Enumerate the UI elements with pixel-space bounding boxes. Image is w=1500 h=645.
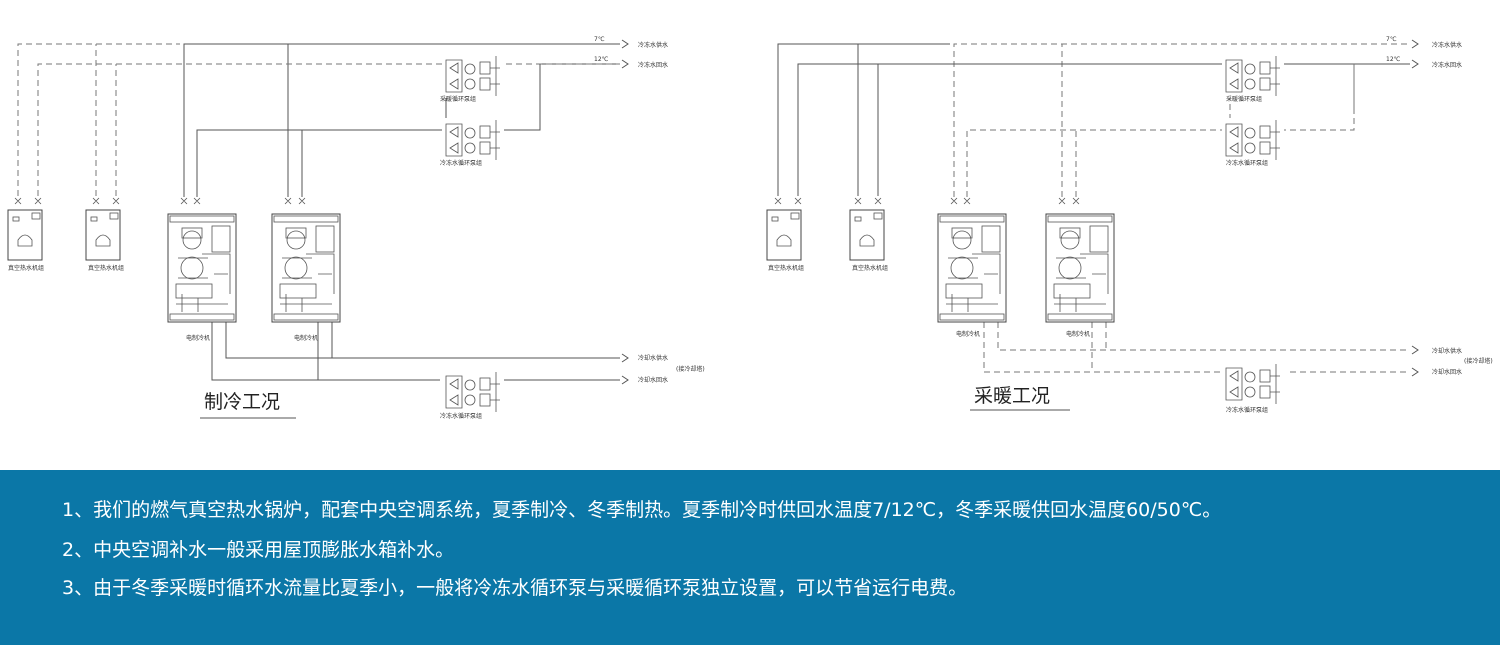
note-2: 2、中央空调补水一般采用屋顶膨胀水箱补水。 [62, 539, 455, 561]
chiller-2-label: 电制冷机 [294, 334, 318, 342]
supply-temp-label: 7℃ [1386, 36, 1397, 43]
boiler-1-label: 真空热水机组 [768, 264, 804, 272]
pump-cooling-label: 冷冻水循环泵组 [1226, 406, 1268, 414]
boiler-1-label: 真空热水机组 [8, 264, 44, 272]
right-diagram: 7℃ 12℃ 冷冻水供水 冷冻水回水 采暖循环泵组 冷冻水循环泵组 真空热水机组… [766, 36, 1493, 414]
note-3: 3、由于冬季采暖时循环水流量比夏季小，一般将冷冻水循环泵与采暖循环泵独立设置，可… [62, 577, 968, 599]
pump-heating-label: 采暖循环泵组 [440, 95, 476, 103]
chiller-2-label: 电制冷机 [1066, 330, 1090, 338]
chilled-supply-label: 冷冻水供水 [1432, 41, 1462, 49]
chilled-return-label: 冷冻水回水 [638, 61, 668, 69]
supply-temp-label: 7℃ [594, 36, 605, 43]
boiler-2-label: 真空热水机组 [852, 264, 888, 272]
mode-caption-heating: 采暖工况 [974, 385, 1050, 407]
pump-heating-label: 采暖循环泵组 [1226, 95, 1262, 103]
return-temp-label: 12℃ [594, 56, 609, 63]
pump-chilled-label: 冷冻水循环泵组 [1226, 159, 1268, 167]
cooling-tower-label: (接冷却塔) [676, 365, 705, 373]
system-diagram: 7℃ 12℃ 冷冻水供水 冷冻水回水 采暖循环泵组 冷冻水循环泵组 真空热水机组… [7, 36, 1493, 420]
chilled-return-label: 冷冻水回水 [1432, 61, 1462, 69]
mode-caption-cooling: 制冷工况 [204, 391, 280, 413]
chiller-1-label: 电制冷机 [186, 334, 210, 342]
pump-cooling-label: 冷冻水循环泵组 [440, 412, 482, 420]
return-temp-label: 12℃ [1386, 56, 1401, 63]
pump-chilled-label: 冷冻水循环泵组 [440, 159, 482, 167]
boiler-2-label: 真空热水机组 [88, 264, 124, 272]
note-1: 1、我们的燃气真空热水锅炉，配套中央空调系统，夏季制冷、冬季制热。夏季制冷时供回… [62, 499, 1222, 521]
left-diagram: 7℃ 12℃ 冷冻水供水 冷冻水回水 采暖循环泵组 冷冻水循环泵组 真空热水机组… [7, 36, 705, 420]
chilled-supply-label: 冷冻水供水 [638, 41, 668, 49]
chiller-1-label: 电制冷机 [956, 330, 980, 338]
cooling-return-label: 冷却水回水 [1432, 368, 1462, 376]
cooling-tower-label: (接冷却塔) [1464, 357, 1493, 365]
cooling-supply-label: 冷却水供水 [1432, 347, 1462, 355]
cooling-supply-label: 冷却水供水 [638, 354, 668, 362]
notes-panel: 1、我们的燃气真空热水锅炉，配套中央空调系统，夏季制冷、冬季制热。夏季制冷时供回… [0, 470, 1500, 645]
cooling-return-label: 冷却水回水 [638, 376, 668, 384]
